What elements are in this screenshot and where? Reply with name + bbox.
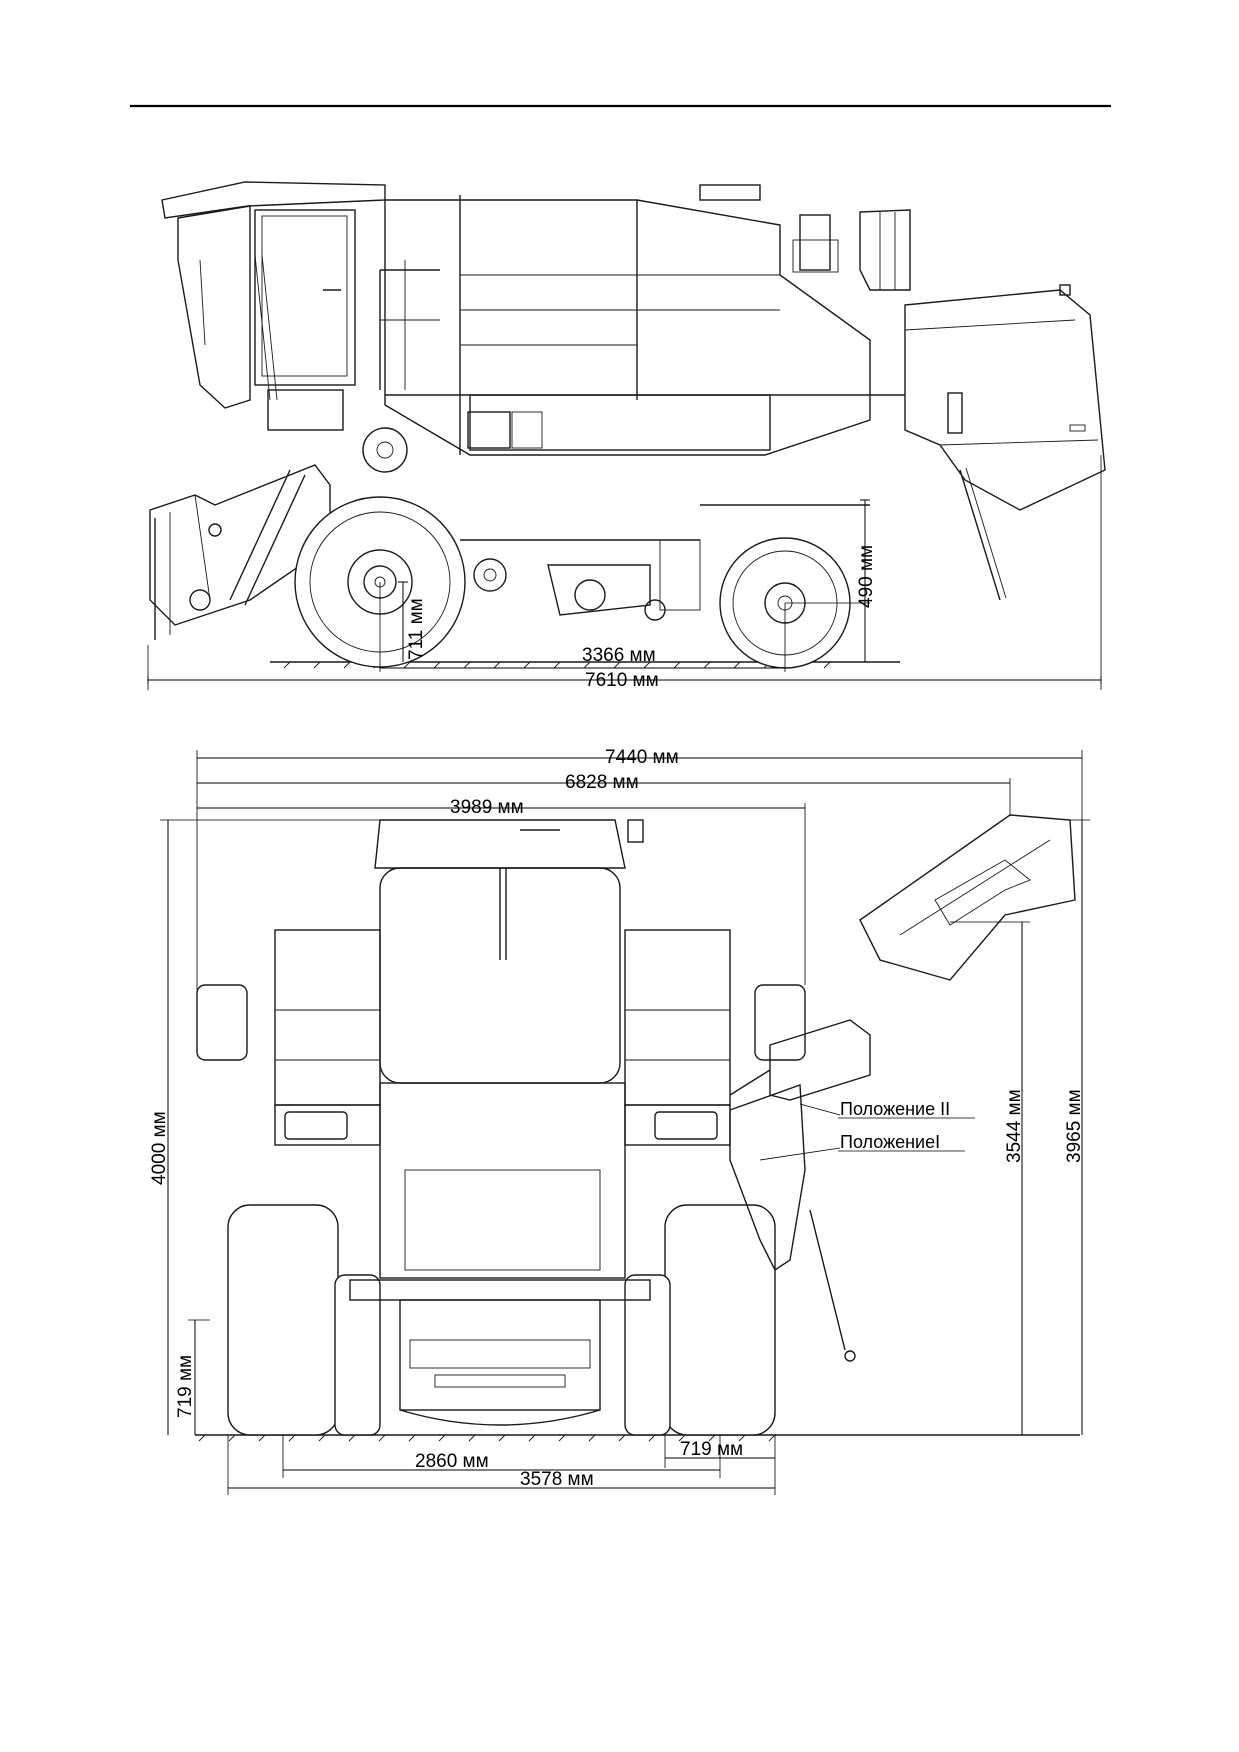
right-headlight bbox=[654, 1111, 718, 1140]
left-mirror bbox=[196, 984, 248, 1061]
engine-pulley bbox=[362, 427, 408, 473]
front-view-dimensions bbox=[160, 750, 1090, 1495]
side-view-drawing bbox=[149, 181, 1106, 669]
right-mirror bbox=[754, 984, 806, 1061]
dim-total-width-label: 7440 мм bbox=[605, 747, 679, 768]
dim-overall-height-label: 4000 мм bbox=[149, 1111, 170, 1185]
dim-overall-length-label: 7610 мм bbox=[585, 670, 659, 691]
dim-unloader-height-label: 3544 мм bbox=[1004, 1089, 1025, 1163]
unloader-position-1 bbox=[729, 1084, 856, 1362]
combine-body bbox=[379, 184, 911, 456]
position-2-label: Положение II bbox=[840, 1099, 950, 1119]
unloader-auger-side bbox=[904, 284, 1106, 601]
lower-chassis bbox=[460, 504, 870, 621]
ground-hatch-front bbox=[198, 1434, 776, 1442]
dim-wheelbase-label: 3366 мм bbox=[582, 645, 656, 666]
leader-position-2 bbox=[799, 1103, 841, 1116]
dim-unloader-max-height-label: 3965 мм bbox=[1064, 1089, 1085, 1163]
center-body-front bbox=[379, 1082, 626, 1279]
feeder-frame bbox=[399, 1299, 601, 1411]
cab-roof-front bbox=[374, 819, 626, 869]
leader-position-1 bbox=[759, 1147, 841, 1161]
dim-outer-track-label: 3578 мм bbox=[520, 1469, 594, 1490]
position-1-label: ПоложениеI bbox=[840, 1132, 940, 1152]
cab bbox=[161, 181, 386, 431]
left-platform bbox=[274, 929, 381, 1106]
dim-width-to-body-label: 3989 мм bbox=[450, 797, 524, 818]
dim-rear-radius-label: 490 мм bbox=[856, 545, 877, 608]
dim-ground-clearance-label: 719 мм bbox=[175, 1355, 196, 1418]
unloader-raised bbox=[859, 814, 1076, 981]
left-tire bbox=[227, 1204, 339, 1436]
dim-tire-width-label: 719 мм bbox=[680, 1439, 743, 1460]
dim-track-width-label: 2860 мм bbox=[415, 1451, 489, 1472]
front-view-drawing bbox=[195, 814, 1080, 1442]
left-rear-tire bbox=[334, 1274, 381, 1436]
right-rear-tire bbox=[624, 1274, 671, 1436]
right-tire bbox=[664, 1204, 776, 1436]
dim-width-to-unloader-label: 6828 мм bbox=[565, 772, 639, 793]
right-platform bbox=[624, 929, 731, 1106]
side-view-dimensions bbox=[147, 455, 1102, 690]
dim-front-radius-label: 711 мм bbox=[406, 598, 427, 660]
unloader-position-2 bbox=[729, 1019, 871, 1101]
left-headlight bbox=[284, 1111, 348, 1140]
